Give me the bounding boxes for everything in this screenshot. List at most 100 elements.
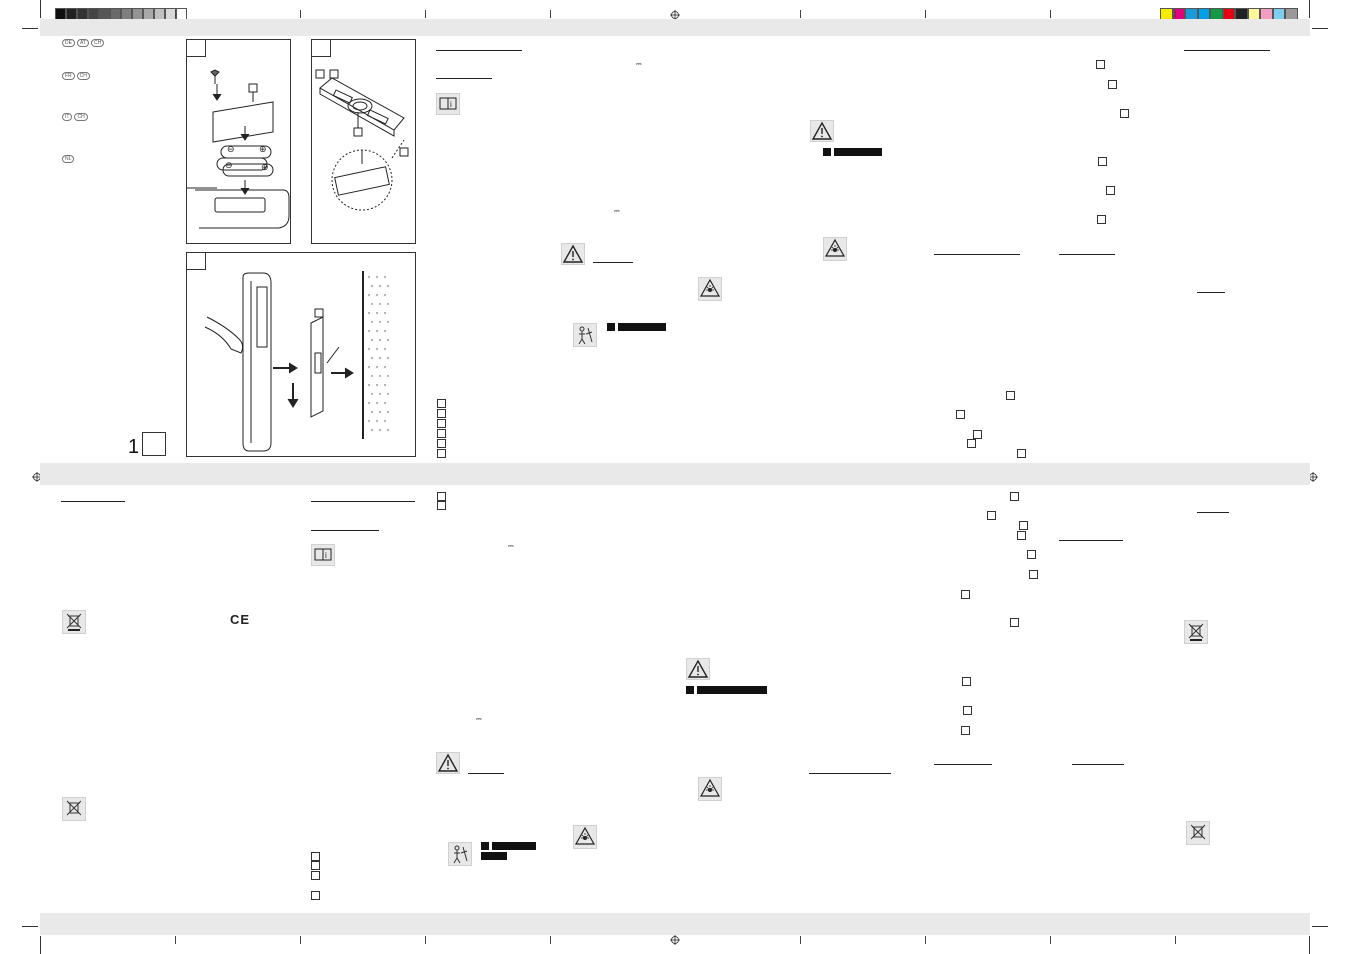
language-row-it: IT CH (62, 113, 88, 121)
wall-texture-dot (384, 348, 386, 350)
crop-mark (1312, 926, 1328, 927)
wall-texture-dot (368, 348, 370, 350)
reference-square (956, 410, 965, 419)
wall-texture-dot (387, 375, 389, 377)
reference-square (1027, 550, 1036, 559)
wall-texture-dot (376, 366, 378, 368)
wall-texture-dot (379, 357, 381, 359)
reference-square (1010, 618, 1019, 627)
wall-texture-dot (376, 312, 378, 314)
reference-square (1006, 391, 1015, 400)
lang-badge: CH (76, 72, 90, 80)
figure-tag (186, 39, 206, 57)
wall-texture-dot (371, 339, 373, 341)
heading-underline (1059, 254, 1115, 255)
wall-texture-dot (376, 348, 378, 350)
wall-texture-dot (384, 384, 386, 386)
reference-square (962, 677, 971, 686)
heading-underline (934, 254, 1020, 255)
wall-texture-dot (384, 276, 386, 278)
info-manual-icon: i (436, 93, 460, 115)
reference-square (311, 891, 320, 900)
wall-texture-dot (371, 303, 373, 305)
wall-texture-dot (379, 429, 381, 431)
reference-square (1029, 570, 1038, 579)
reference-square (437, 419, 446, 428)
wall-texture-dot (379, 411, 381, 413)
wall-texture-dot (384, 312, 386, 314)
reference-square (311, 861, 320, 870)
wall-texture-dot (387, 429, 389, 431)
top-band (40, 19, 1310, 36)
figure-tag (311, 39, 331, 57)
device-overview-illustration (315, 69, 409, 211)
fold-tick (425, 936, 426, 944)
wall-texture-dot (384, 402, 386, 404)
wall-texture-dot (387, 303, 389, 305)
wall-texture-dot (379, 303, 381, 305)
plus-terminal-label: ⊕ (261, 162, 269, 172)
wall-texture-dot (376, 402, 378, 404)
lang-badge: AT (76, 39, 89, 47)
fold-tick (1175, 10, 1176, 18)
wall-texture-dot (384, 294, 386, 296)
wall-texture-dot (376, 276, 378, 278)
language-row-fr: FR CH (62, 72, 90, 80)
dc-symbol: ⎓ (614, 208, 620, 215)
warning-triangle-icon (810, 120, 834, 142)
crop-mark (22, 28, 38, 29)
wall-texture-dot (384, 420, 386, 422)
reference-square (1120, 109, 1129, 118)
battery-disposal-icon (1186, 821, 1210, 845)
wall-texture-dot (387, 393, 389, 395)
heading-underline (311, 530, 379, 531)
reference-square (1097, 215, 1106, 224)
fold-tick (925, 936, 926, 944)
reference-square (1017, 531, 1026, 540)
wall-texture-dot (371, 393, 373, 395)
page-number: 1 (128, 436, 140, 458)
wall-mounting-illustration (204, 271, 389, 452)
fold-tick (300, 936, 301, 944)
laser-hazard-icon (698, 277, 722, 301)
fold-tick (175, 10, 176, 18)
lang-badge: CH (90, 39, 105, 47)
lang-badge: NL (62, 155, 75, 163)
heading-underline (809, 773, 891, 774)
crop-mark (1309, 936, 1310, 954)
warning-label (481, 852, 507, 860)
figure-battery-insertion: ⊖ ⊕ ⊖ ⊕ (186, 39, 291, 244)
middle-band (40, 463, 1310, 485)
figure-tag (186, 252, 206, 270)
bottom-band (40, 913, 1310, 935)
heading-underline (436, 50, 522, 51)
info-manual-icon: i (311, 544, 335, 566)
wall-texture-dot (368, 330, 370, 332)
warning-triangle-icon (561, 243, 585, 265)
weee-bin-icon (62, 610, 86, 634)
reference-square (1106, 186, 1115, 195)
reference-square (967, 439, 976, 448)
plus-terminal-label: ⊕ (259, 144, 267, 154)
warning-mini-icon (686, 686, 694, 694)
heading-underline (1197, 292, 1225, 293)
fold-tick (800, 936, 801, 944)
child-hazard-icon (448, 842, 472, 866)
crop-mark (40, 936, 41, 954)
heading-underline (1059, 540, 1123, 541)
fold-tick (925, 10, 926, 18)
wall-texture-dot (376, 294, 378, 296)
warning-triangle-icon (686, 658, 710, 680)
laser-hazard-icon (698, 777, 722, 801)
dc-symbol: ⎓ (508, 543, 514, 550)
reference-square (963, 706, 972, 715)
heading-underline (1072, 764, 1124, 765)
wall-texture-dot (371, 285, 373, 287)
laser-hazard-icon (573, 825, 597, 849)
crop-mark (40, 0, 41, 18)
figure-wall-mounting (186, 252, 416, 457)
reference-square (437, 409, 446, 418)
ce-mark: CE (230, 612, 251, 627)
wall-texture-dot (379, 393, 381, 395)
registration-mark-icon (670, 10, 680, 20)
